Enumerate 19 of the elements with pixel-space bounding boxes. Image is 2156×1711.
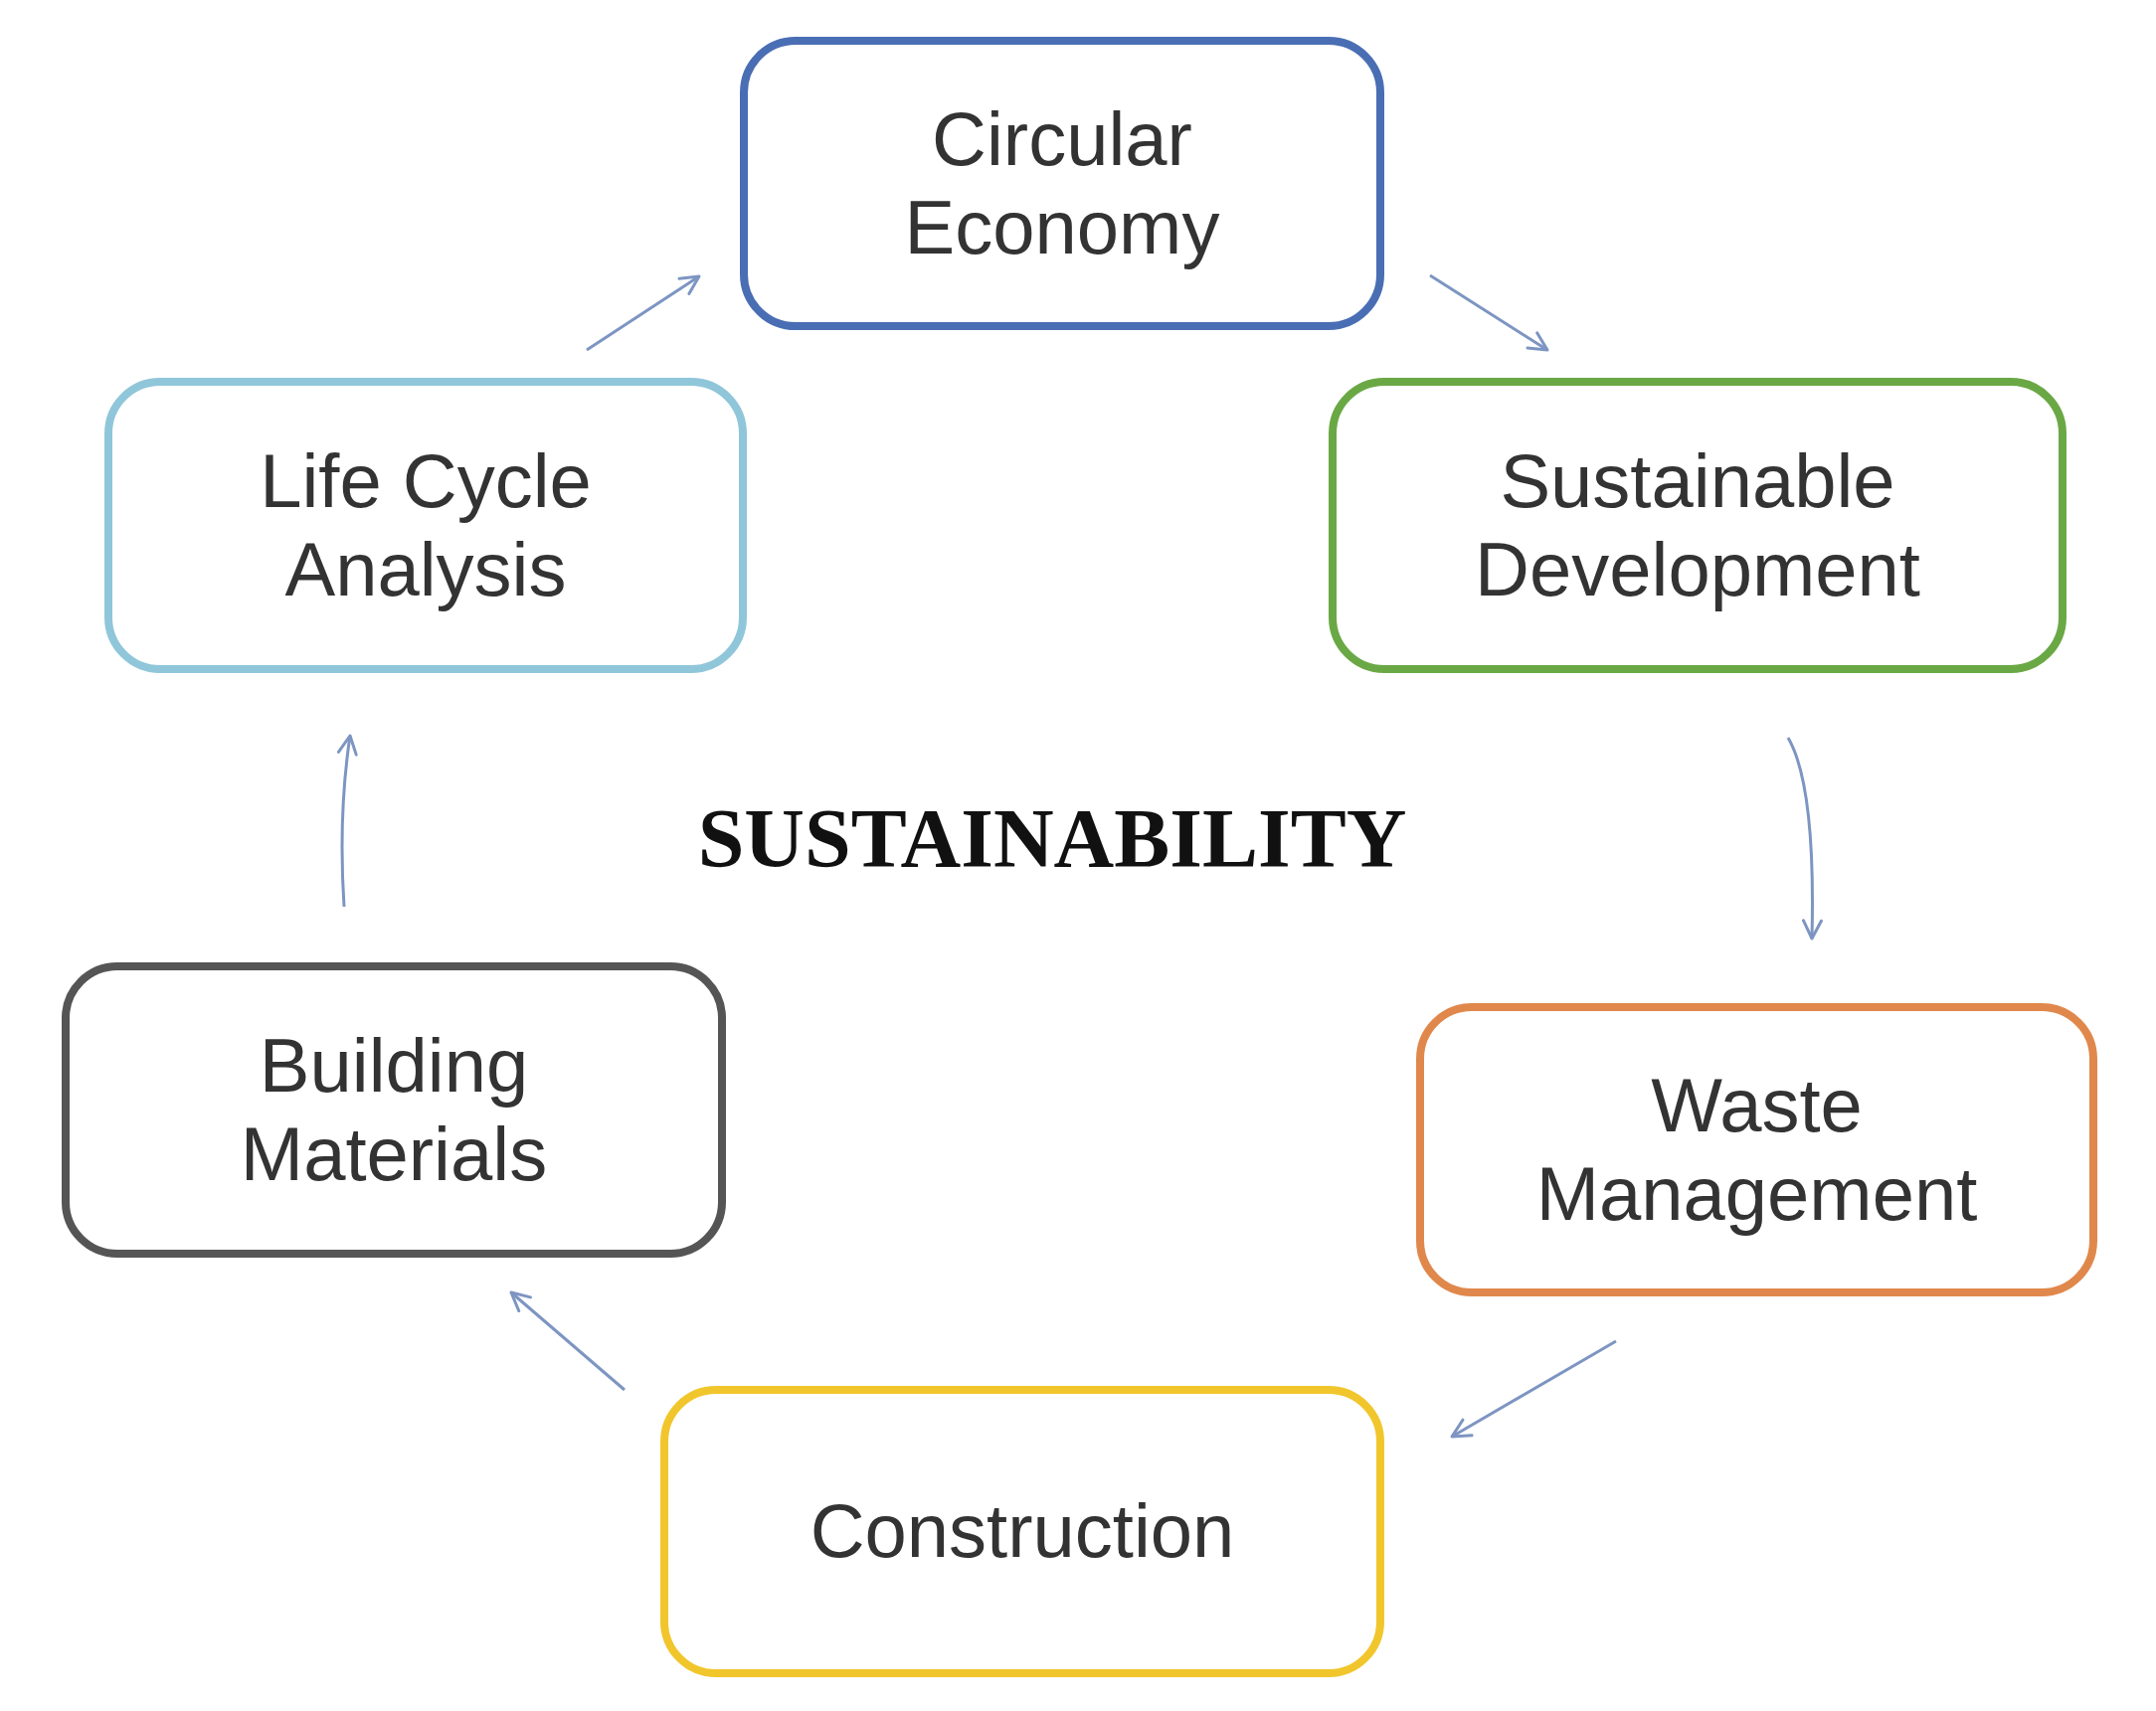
box-label: Sustainable Development: [1474, 437, 1921, 613]
arrow: [509, 1290, 626, 1392]
arrow: [586, 274, 701, 352]
arrow: [1786, 737, 1823, 941]
arrow: [1450, 1339, 1617, 1439]
process-box: [740, 37, 1384, 330]
arrow: [1429, 273, 1549, 352]
process-box: [1416, 1003, 2097, 1296]
process-box: [62, 962, 726, 1258]
process-box: [104, 378, 747, 673]
arrow: [337, 734, 358, 908]
center-heading: SUSTAINABILITY: [697, 790, 1407, 887]
box-label: Circular Economy: [903, 95, 1221, 271]
box-label: Life Cycle Analysis: [259, 437, 593, 613]
process-box: [1329, 378, 2066, 673]
box-label: Building Materials: [239, 1022, 549, 1198]
box-label: Construction: [809, 1487, 1235, 1576]
box-label: Waste Management: [1534, 1062, 1979, 1238]
process-box: [660, 1386, 1384, 1677]
